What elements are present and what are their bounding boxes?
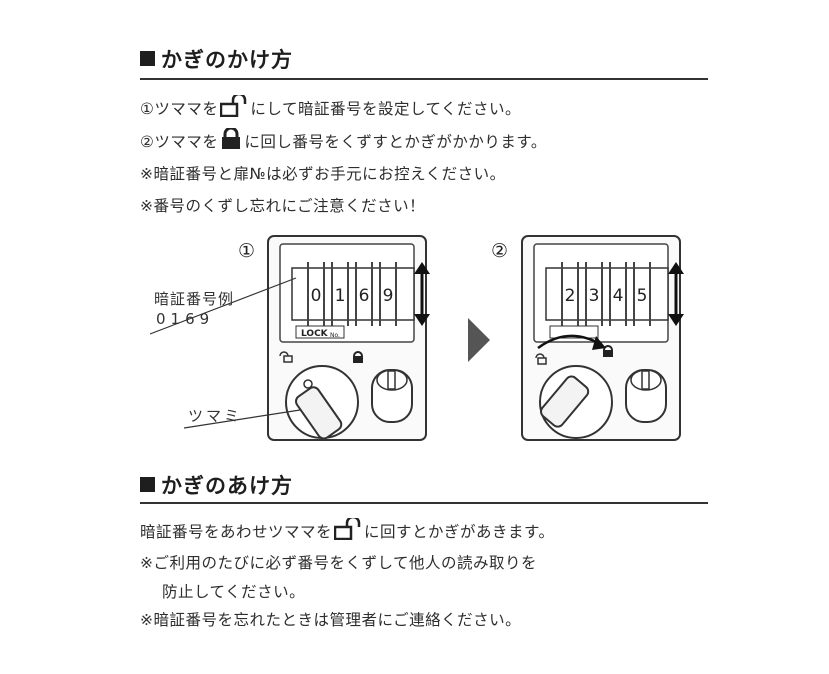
digit-2-1: 3 (589, 286, 600, 306)
lock-panel-2: 2 3 4 5 (521, 235, 684, 441)
note-scramble-each-use-cont: 防止してください。 (162, 583, 306, 601)
dial-2-2 (609, 262, 627, 326)
knob-leader-line (183, 409, 301, 429)
example-leader-line (149, 277, 297, 335)
square-bullet-icon (140, 477, 155, 492)
lock-diagram: 0 1 6 9 LOCK No. (149, 235, 684, 441)
scroll-arrow-2-icon (668, 262, 684, 326)
square-bullet-icon (140, 51, 155, 66)
dial-1-1 (331, 262, 349, 326)
note-scramble-each-use: ※ご利用のたびに必ず番号をくずして他人の読み取りを (140, 554, 538, 572)
digit-1-1: 1 (335, 286, 346, 306)
note-keep-number: ※暗証番号と扉№は必ずお手元にお控えください。 (140, 165, 506, 183)
heading-rule-2 (140, 502, 708, 504)
locked-padlock-icon (222, 128, 241, 149)
dial-2-0 (561, 262, 579, 326)
unlocked-padlock-icon (220, 95, 247, 117)
rotate-arrow-icon (537, 334, 601, 350)
digit-2-2: 4 (613, 286, 624, 306)
dial-1-2 (355, 262, 373, 326)
dial-1-0 (307, 262, 325, 326)
turn-knob-1 (285, 365, 359, 440)
note-scramble: ※番号のくずし忘れにご注意ください！ (140, 197, 426, 215)
key-cylinder-1 (371, 369, 413, 423)
small-lock-icon-2 (603, 345, 613, 351)
step2-text: ②ツママをに回し番号をくずすとかぎがかかります。 (140, 128, 547, 152)
figure-label-1: ① (238, 240, 256, 262)
turn-knob-2 (539, 365, 613, 439)
digit-2-0: 2 (565, 286, 576, 306)
lock-label: LOCK (301, 329, 329, 339)
example-caption: 暗証番号例 (154, 290, 235, 308)
small-lock-icon (353, 351, 363, 357)
digit-1-2: 6 (359, 286, 370, 306)
dial-2-1 (585, 262, 603, 326)
scroll-arrow-1-icon (414, 262, 430, 326)
example-number: 0169 (156, 310, 215, 328)
lock-panel-1: 0 1 6 9 LOCK No. (149, 235, 430, 441)
key-cylinder-2 (625, 369, 667, 423)
dial-2-3 (633, 262, 651, 326)
figure-label-2: ② (491, 240, 509, 262)
unlock-instruction: 暗証番号をあわせツママをに回すとかぎがあきます。 (140, 518, 554, 542)
small-unlock-icon (279, 351, 289, 357)
digit-1-3: 9 (383, 286, 394, 306)
lock-no-label: No. (330, 332, 340, 339)
note-contact-admin: ※暗証番号を忘れたときは管理者にご連絡ください。 (140, 611, 522, 629)
section-heading-lock: かぎのかけ方 (140, 44, 293, 74)
next-step-arrow-icon (468, 318, 490, 362)
knob-caption: ツマミ (188, 407, 243, 425)
digit-2-3: 5 (637, 286, 648, 306)
digit-1-0: 0 (311, 286, 322, 306)
section-heading-unlock: かぎのあけ方 (140, 470, 293, 500)
unlocked-padlock-icon (334, 518, 361, 540)
dial-1-3 (379, 262, 397, 326)
small-unlock-icon-2 (535, 353, 545, 359)
step1-text: ①ツママをにして暗証番号を設定してください。 (140, 95, 521, 119)
heading-rule (140, 78, 708, 80)
